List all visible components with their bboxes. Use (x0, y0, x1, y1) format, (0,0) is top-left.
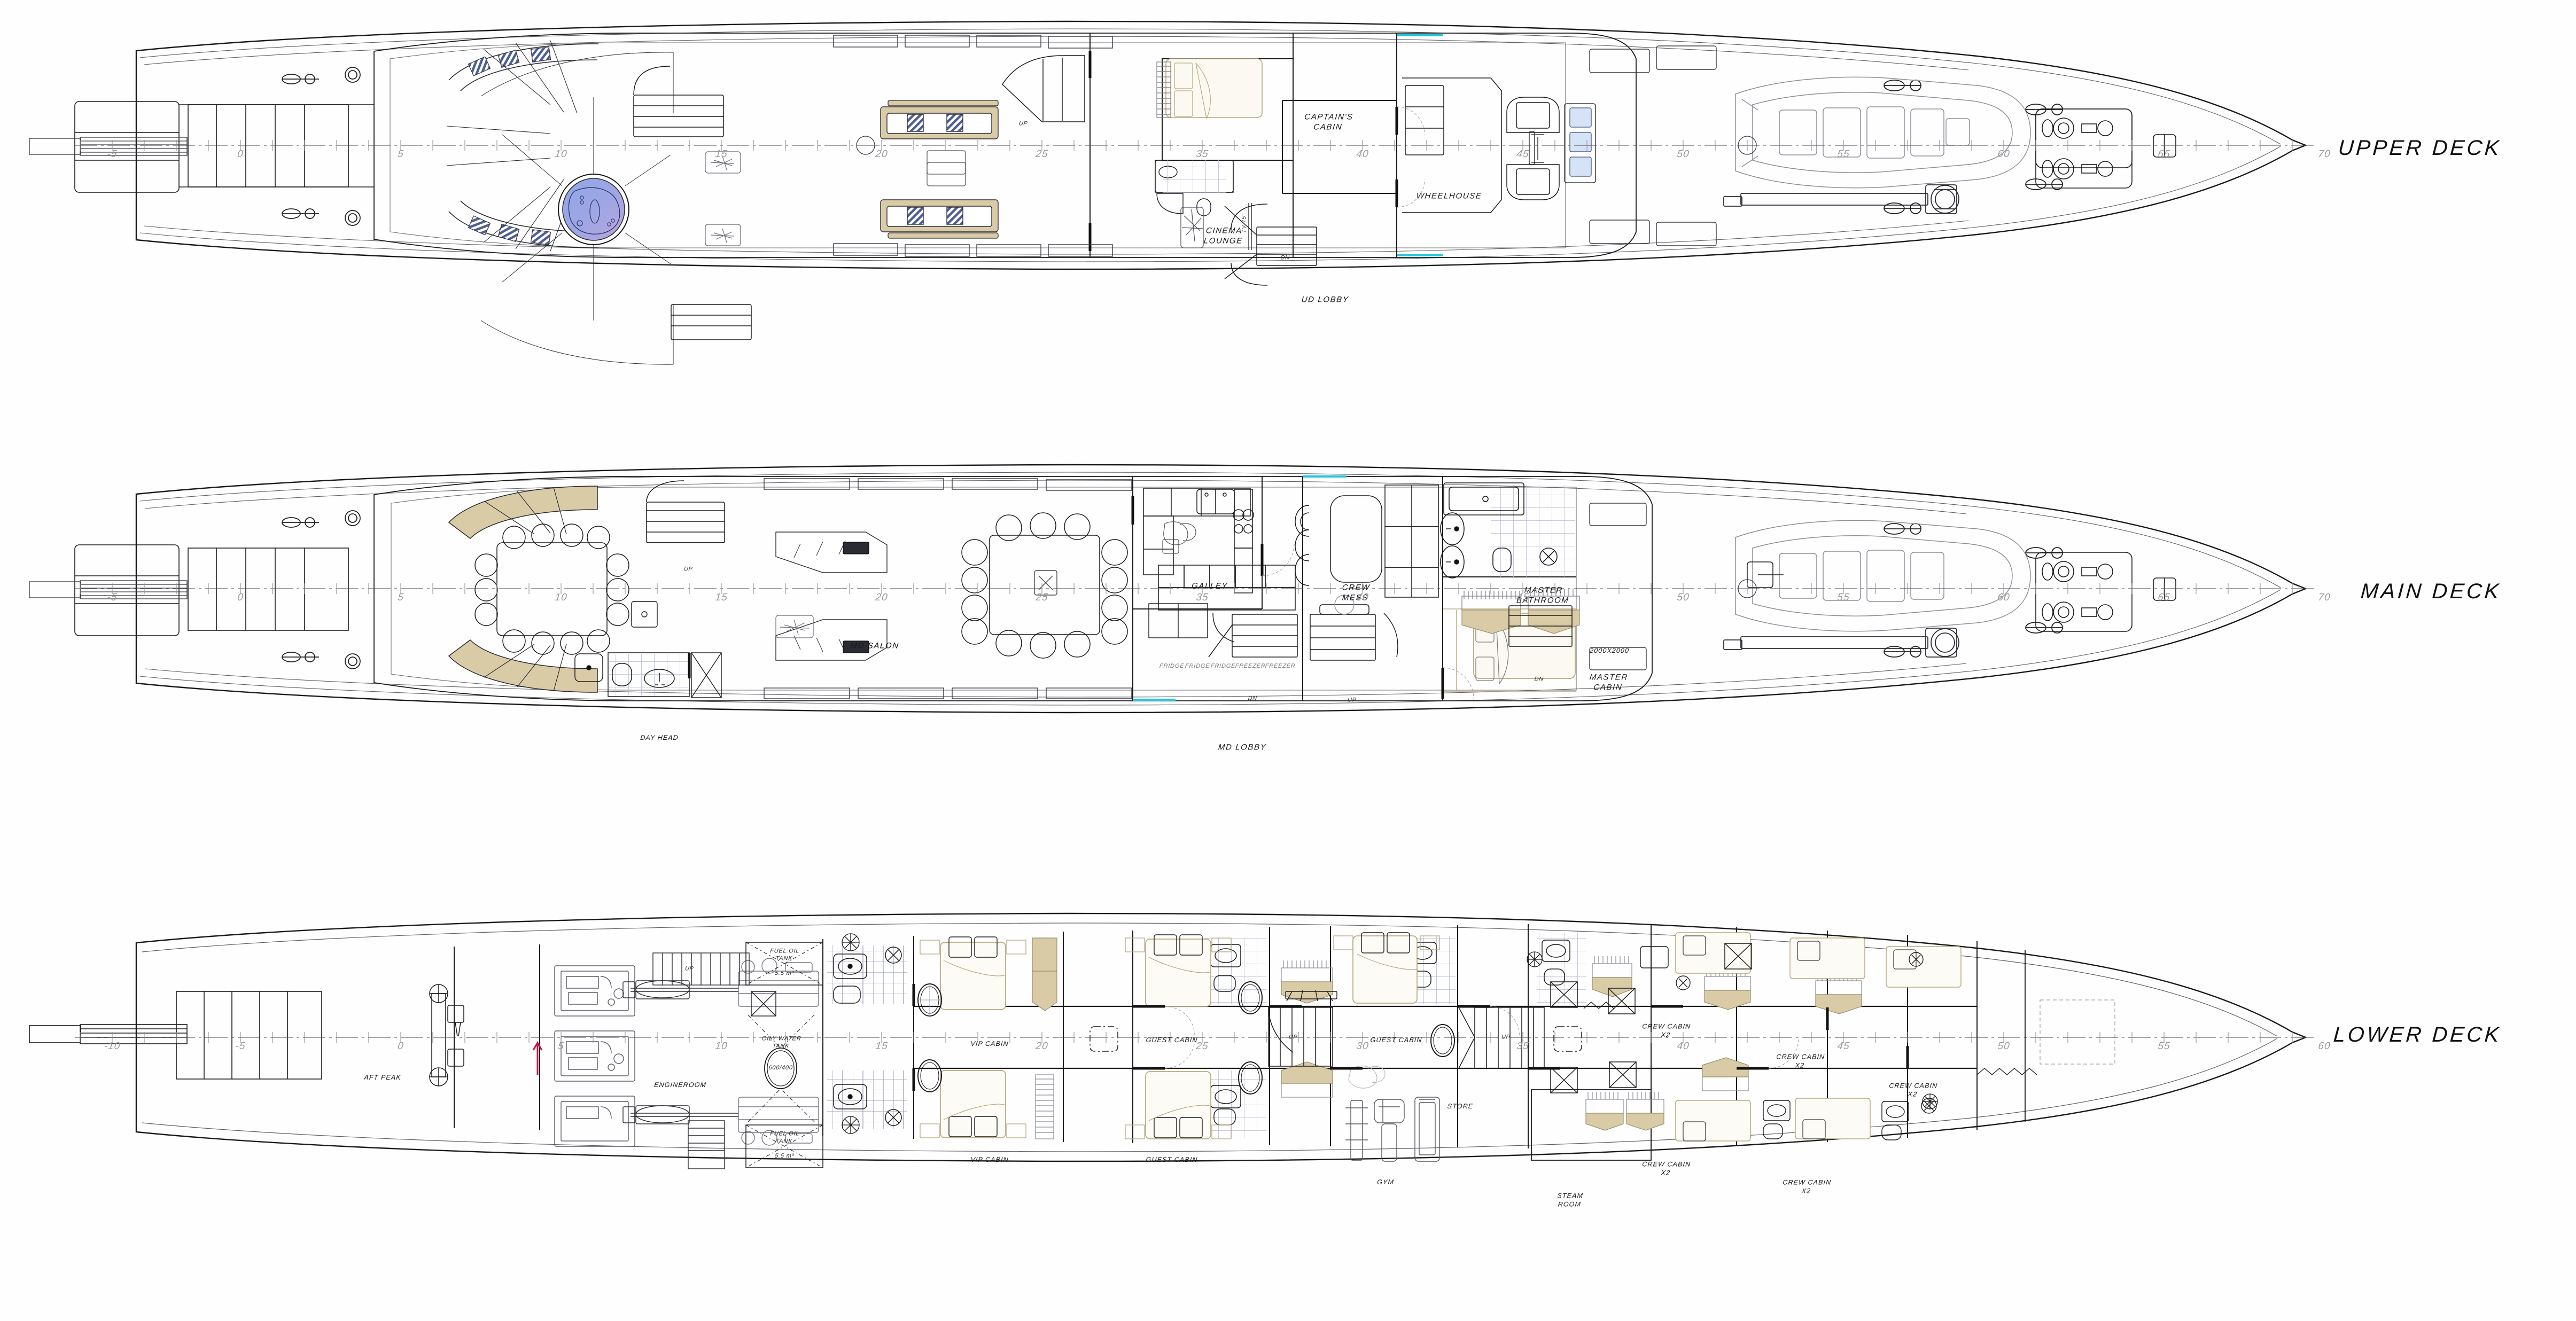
station-number: 40 (1356, 592, 1369, 603)
station-number: 45 (1516, 148, 1530, 160)
station-number: 40 (1676, 1041, 1690, 1052)
stair-direction: UP (1347, 697, 1357, 704)
station-number: 10 (714, 1041, 728, 1052)
stair-direction: DN (1280, 254, 1290, 261)
station-number: -5 (235, 1041, 246, 1052)
stair-direction: UP (1501, 1034, 1511, 1041)
station-number: 50 (1676, 592, 1690, 603)
stair-direction: UP (1018, 120, 1028, 127)
station-number: 10 (554, 148, 568, 160)
station-number: 50 (1997, 1041, 2011, 1052)
station-number: 50 (1676, 148, 1690, 160)
station-number: 20 (1035, 1041, 1049, 1052)
station-number: 60 (1997, 148, 2011, 160)
deck-main-plan (0, 443, 2576, 871)
station-number: 70 (2317, 592, 2331, 603)
station-number: -10 (103, 1041, 121, 1052)
station-number: 10 (554, 592, 568, 603)
station-number: -5 (106, 148, 118, 160)
station-number: 5 (397, 148, 404, 160)
station-number: 15 (714, 148, 728, 160)
station-number: 65 (2157, 592, 2171, 603)
stair-direction: DN (1248, 695, 1258, 702)
station-number: 15 (714, 592, 728, 603)
station-number: 65 (2157, 148, 2171, 160)
station-number: 55 (1836, 592, 1850, 603)
stair-direction: UP (683, 566, 693, 573)
station-number: 70 (2317, 148, 2331, 160)
station-number: 20 (875, 592, 889, 603)
station-number: 20 (875, 148, 889, 160)
station-number: 15 (875, 1041, 889, 1052)
station-number: 40 (1356, 148, 1369, 160)
deck-upper-plan (0, 0, 2576, 427)
station-number: 5 (557, 1041, 565, 1052)
station-number: 45 (1836, 1041, 1850, 1052)
station-number: 25 (1195, 1041, 1209, 1052)
station-number: 25 (1035, 592, 1049, 603)
station-number: 55 (1836, 148, 1850, 160)
station-number: 45 (1516, 592, 1530, 603)
station-number: 0 (237, 148, 244, 160)
station-number: 30 (1356, 1041, 1369, 1052)
station-number: 25 (1035, 148, 1049, 160)
station-number: 60 (2317, 1041, 2331, 1052)
station-number: -5 (106, 592, 118, 603)
deck-lower-plan (0, 887, 2576, 1321)
deck-upper: UPPER DECK (0, 0, 2576, 427)
stair-direction: UP (1288, 1034, 1298, 1041)
stair-direction: UP (684, 965, 694, 972)
tv-size-note: TV 75" (1241, 213, 1248, 233)
station-number: 55 (2157, 1041, 2171, 1052)
station-number: 35 (1516, 1041, 1530, 1052)
station-number: 5 (397, 592, 404, 603)
station-number: 0 (397, 1041, 404, 1052)
station-number: 0 (237, 592, 244, 603)
deck-main: MAIN DECK (0, 443, 2576, 871)
station-number: 35 (1195, 148, 1209, 160)
stair-direction: DN (1534, 676, 1544, 683)
station-number: 60 (1997, 592, 2011, 603)
deck-lower: LOWER DECK (0, 887, 2576, 1321)
station-number: 35 (1195, 592, 1209, 603)
